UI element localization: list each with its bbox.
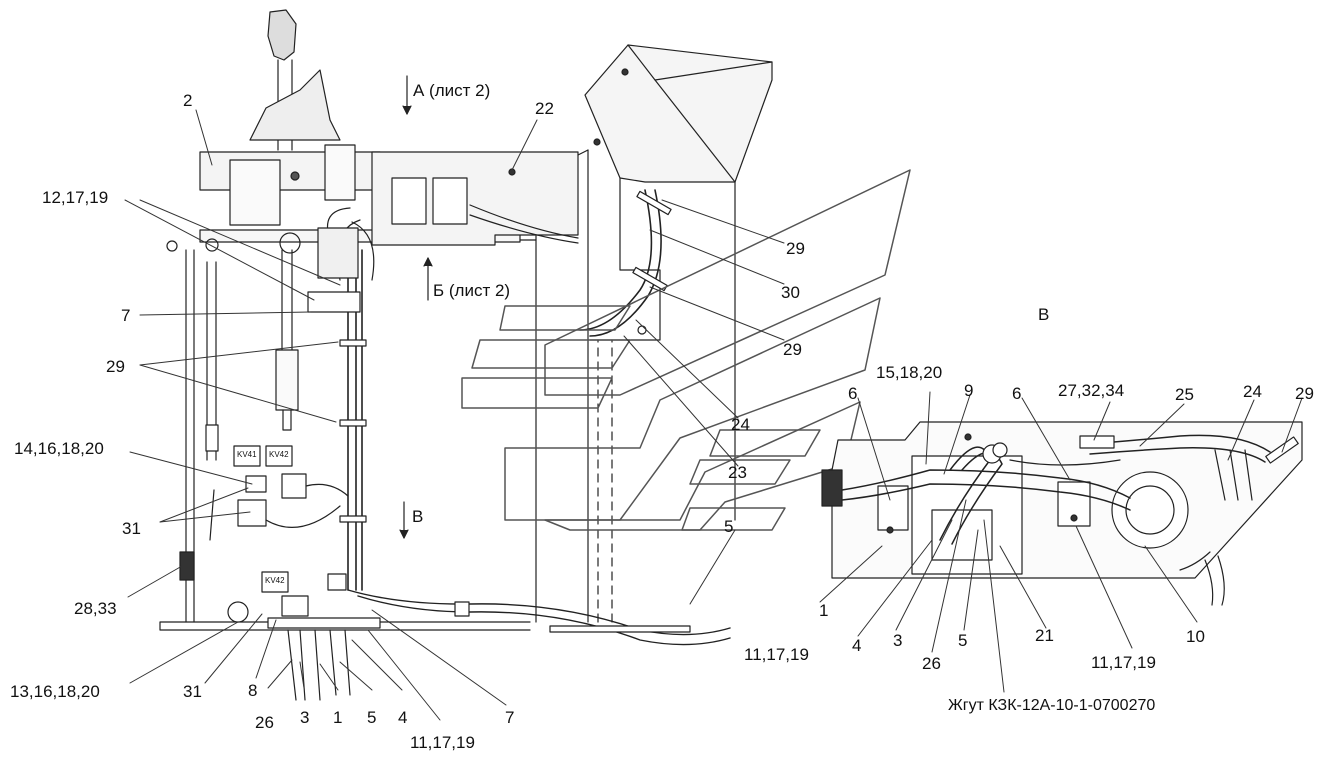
callout-23: 23 [728,463,747,482]
callout-11-17-19-bottom: 11,17,19 [410,733,475,752]
callout-13-16-18-20: 13,16,18,20 [10,682,100,701]
callout-11-17-19-r1: 11,17,19 [744,645,809,664]
leader-lines [124,109,1303,721]
callout-28-33: 28,33 [74,599,117,618]
callout-1-bottom: 1 [333,708,343,727]
relay-mark-kv42-lower: KV42 [265,576,285,585]
view-b-label: Б (лист 2) [433,281,511,300]
callout-25: 25 [1175,385,1194,404]
callout-2: 2 [183,91,193,110]
callout-22: 22 [535,99,554,118]
callout-26-bottom: 26 [255,713,274,732]
callout-9: 9 [964,381,974,400]
callout-3-right: 3 [893,631,903,650]
middle-chute [549,44,773,633]
callout-12-17-19: 12,17,19 [42,188,109,207]
callout-24-right: 24 [1243,382,1262,401]
callout-31-bottom: 31 [183,682,202,701]
callout-30: 30 [781,283,800,302]
callout-6-right: 6 [1012,384,1022,403]
callout-5-mid: 5 [724,517,734,536]
view-v-assembly [821,421,1303,606]
callout-7-bottom: 7 [505,708,515,727]
view-v-arrow-label: В [412,507,424,526]
callout-3-bottom: 3 [300,708,310,727]
callout-4-right: 4 [852,636,862,655]
view-v-title: В [1038,305,1050,324]
callout-1-right: 1 [819,601,829,620]
relay-mark-kv41: KV41 [237,450,257,459]
callout-29-a: 29 [786,239,805,258]
callout-8: 8 [248,681,258,700]
callout-5-bottom: 5 [367,708,377,727]
left-assembly [159,9,731,701]
callout-10: 10 [1186,627,1205,646]
callout-29-b: 29 [783,340,802,359]
callout-15-18-20: 15,18,20 [876,363,943,382]
view-a-label: А (лист 2) [413,81,491,100]
callout-24-mid: 24 [731,415,750,434]
callout-21: 21 [1035,626,1054,645]
harness-caption: Жгут КЗК-12А-10-1-0700270 [948,697,1156,714]
callout-4-bottom: 4 [398,708,408,727]
callout-26-right: 26 [922,654,941,673]
callout-27-32-34: 27,32,34 [1058,381,1125,400]
callout-11-17-19-r2: 11,17,19 [1091,653,1156,672]
callout-7-left: 7 [121,306,131,325]
callout-29-left: 29 [106,357,125,376]
callout-31-left: 31 [122,519,141,538]
callout-29-right: 29 [1295,384,1314,403]
relay-mark-kv42-upper: KV42 [269,450,289,459]
callout-6-left: 6 [848,384,858,403]
callout-14-16-18-20: 14,16,18,20 [14,439,104,458]
callout-5-right: 5 [958,631,968,650]
